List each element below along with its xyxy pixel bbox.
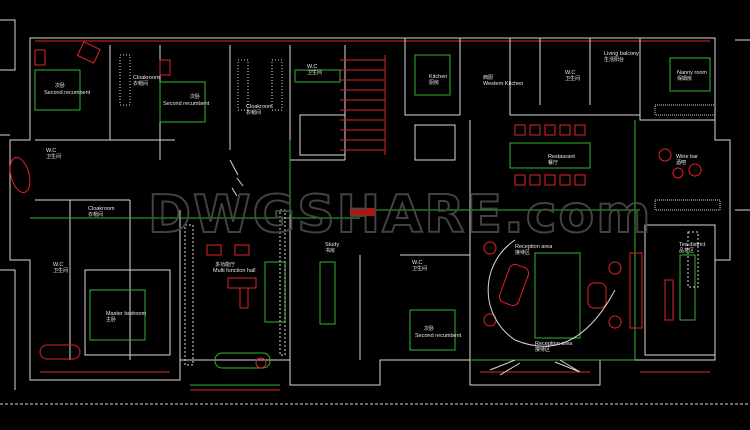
room-label: Tea district [679, 242, 706, 248]
room-label: Wine bar [676, 154, 698, 160]
room-label: W.C [46, 148, 56, 154]
room-label: Cloakroom [246, 104, 273, 110]
room-label-cn: 次卧 [424, 325, 434, 332]
room-label: W.C [307, 64, 317, 70]
room-label-cn: 品茶区 [679, 247, 694, 254]
room-label: Cloakroom [133, 75, 160, 81]
room-label-cn: 卫生间 [565, 75, 580, 82]
room-label-cn: 卫生间 [46, 153, 61, 160]
room-label-cn: 厨房 [429, 79, 439, 86]
fixtures [0, 54, 750, 405]
room-label-cn: 卫生间 [307, 69, 322, 76]
room-label: Multi function hall [213, 268, 256, 274]
furniture-green [30, 54, 711, 386]
room-label: Western Kitchen [483, 81, 523, 87]
room-label-cn: 卫生间 [53, 267, 68, 274]
room-label-cn: 接待区 [515, 249, 530, 256]
room-label-cn: 酒吧 [676, 159, 686, 166]
room-label-cn: 西厨 [483, 75, 493, 81]
room-label: Cloakroom [88, 206, 115, 212]
room-labels: 次卧 Second recumbent Cloakroom 衣帽间 次卧 Sec… [44, 51, 707, 353]
room-label-cn: 主卧 [106, 316, 116, 323]
room-label: Master bedroom [106, 311, 146, 317]
walls [0, 19, 750, 391]
room-label: Nanny room [677, 70, 707, 76]
room-label-cn: 次卧 [190, 93, 200, 100]
room-label: Study [325, 242, 339, 248]
room-label-cn: 衣帽间 [133, 80, 148, 87]
room-label: Kitchen [429, 74, 447, 80]
room-label-cn: 生活阳台 [604, 56, 624, 63]
room-label: Second recumbent [163, 101, 210, 107]
room-label: W.C [565, 70, 575, 76]
room-label: Restaurant [548, 154, 575, 160]
room-label-cn: 多功能厅 [215, 261, 235, 268]
room-label-cn: 书房 [325, 247, 335, 254]
room-label-cn: 接待区 [535, 346, 550, 353]
room-label-cn: 衣帽间 [246, 109, 261, 116]
watermark: DWGSHARE.com [148, 185, 652, 245]
room-label: Living balcony [604, 51, 639, 57]
room-label-cn: 衣帽间 [88, 211, 103, 218]
room-label: W.C [53, 262, 63, 268]
room-label-cn: 次卧 [55, 82, 65, 89]
room-label-cn: 卫生间 [412, 265, 427, 272]
room-label: Second recumbent [415, 333, 462, 339]
room-label: Second recumbent [44, 90, 91, 96]
room-label: W.C [412, 260, 422, 266]
room-label: Reception area [535, 341, 573, 347]
furniture-red [9, 41, 702, 369]
room-label: Reception area [515, 244, 553, 250]
room-label-cn: 餐厅 [548, 159, 558, 166]
room-label-cn: 保姆房 [677, 75, 692, 82]
